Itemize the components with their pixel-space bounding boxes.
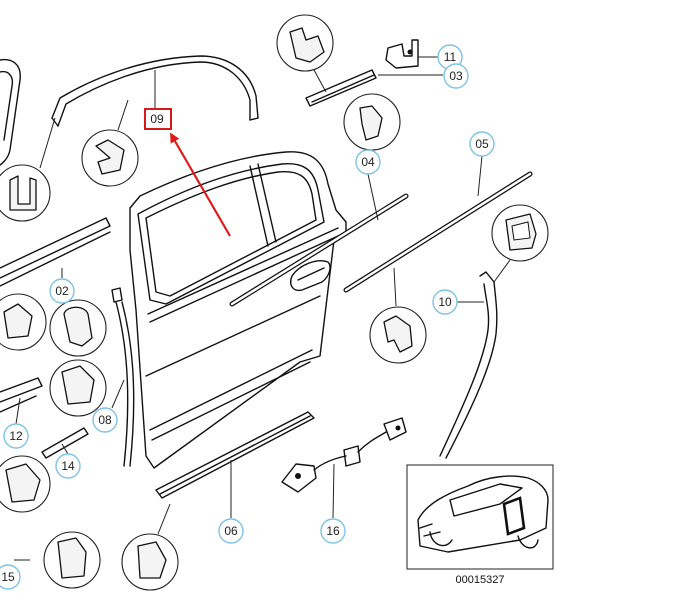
detail-circle-bottom-center (121, 503, 179, 591)
door-edge-seal-10 (439, 271, 498, 459)
callout-09-highlight (144, 108, 172, 130)
callout-label-12: 12 (9, 429, 23, 443)
car-overview-inset (406, 464, 554, 570)
callout-05[interactable]: 05 (469, 131, 495, 157)
detail-circle-seal-10 (491, 204, 549, 283)
callout-02[interactable]: 02 (49, 278, 75, 304)
callout-06[interactable]: 06 (218, 518, 244, 544)
callout-14[interactable]: 14 (55, 453, 81, 479)
callout-label-06: 06 (224, 524, 238, 538)
callout-label-10: 10 (438, 295, 452, 309)
detail-circle-clip-a (49, 299, 107, 357)
trim-strip-03 (305, 69, 377, 107)
bracket-11 (385, 39, 419, 69)
callout-03[interactable]: 03 (443, 63, 469, 89)
trim-strip-02 (0, 217, 111, 287)
window-frame-seal-left (0, 58, 21, 166)
trim-strip-14 (41, 427, 89, 459)
window-channel-seal-upper (51, 55, 259, 127)
callout-label-08: 08 (98, 413, 112, 427)
sill-strip-06 (155, 411, 315, 499)
detail-circle-bottom-clip (43, 531, 101, 589)
callout-label-09[interactable]: 09 (150, 112, 164, 126)
detail-circle-left-clip (0, 117, 56, 222)
detail-circle-left-mid (0, 293, 47, 351)
detail-circle-clip-b (49, 359, 107, 417)
leader-lines (14, 56, 484, 561)
detail-circle-channel-profile (81, 99, 139, 187)
callout-10[interactable]: 10 (432, 289, 458, 315)
callout-08[interactable]: 08 (92, 407, 118, 433)
callout-label-11: 11 (444, 50, 457, 64)
red-pointer-arrow (169, 132, 231, 237)
callout-04[interactable]: 04 (355, 149, 381, 175)
callout-label-02: 02 (55, 284, 69, 298)
window-shaft-seal-05 (343, 171, 533, 293)
seal-strip-08 (111, 287, 135, 467)
trim-strip-12 (0, 377, 43, 413)
wiring-harness-16 (281, 417, 407, 493)
callout-label-04: 04 (361, 155, 375, 169)
detail-circle-top-clip (276, 14, 334, 93)
callout-12[interactable]: 12 (3, 423, 29, 449)
callout-label-05: 05 (475, 137, 489, 151)
detail-circle-seal-lower (369, 267, 427, 364)
callout-label-14: 14 (61, 459, 75, 473)
figure-number: 00015327 (456, 574, 505, 586)
rear-door (129, 151, 347, 469)
detail-circle-seal-profile-04 (343, 93, 401, 151)
callout-label-16: 16 (326, 524, 340, 538)
callout-15[interactable]: 15 (0, 564, 21, 590)
detail-circle-bottom-left (0, 455, 51, 513)
callout-label-03: 03 (449, 69, 463, 83)
callout-16[interactable]: 16 (320, 518, 346, 544)
callout-label-15: 15 (1, 570, 15, 584)
